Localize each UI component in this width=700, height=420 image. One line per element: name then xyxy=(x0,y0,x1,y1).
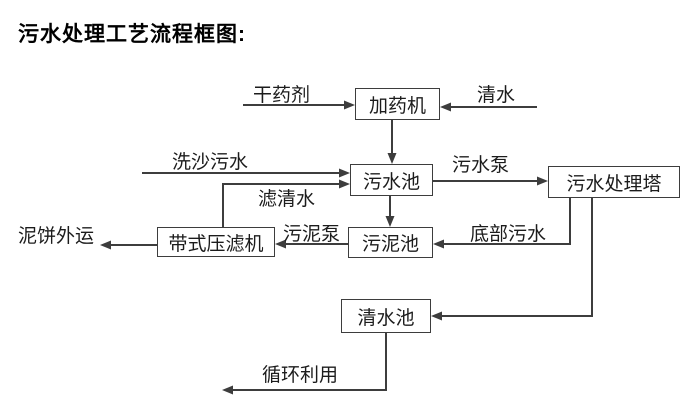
flow-label-dry-agent: 干药剂 xyxy=(253,85,311,106)
node-clean-water-pool: 清水池 xyxy=(341,299,431,333)
arrow-sewage-pool-to-tower xyxy=(433,176,548,186)
arrow-clean-pool-to-recycle xyxy=(222,333,387,395)
node-sewage-pool: 污水池 xyxy=(350,164,433,196)
arrow-sewage-pool-to-sludge-pool xyxy=(385,196,395,227)
flow-label-filtered-water: 滤清水 xyxy=(258,189,316,210)
flow-label-recycling: 循环利用 xyxy=(262,365,339,386)
arrow-tower-bottom-to-sludge-pool xyxy=(433,198,571,249)
flow-label-clean-water: 清水 xyxy=(477,85,516,106)
flow-label-sand-washing-sewage: 洗沙污水 xyxy=(172,152,249,173)
node-sludge-pool: 污泥池 xyxy=(348,227,433,258)
arrow-sludge-pool-to-belt-press xyxy=(275,239,348,249)
flow-label-sludge-pump: 污泥泵 xyxy=(283,224,341,245)
node-dosing-machine: 加药机 xyxy=(355,88,440,120)
arrow-belt-press-to-mud-cake xyxy=(100,240,157,250)
arrow-filtered-water-to-sewage-pool xyxy=(222,179,350,227)
arrow-sand-washing-to-sewage-pool xyxy=(142,168,350,178)
arrow-dry-agent-to-dosing xyxy=(243,100,355,110)
flow-label-sewage-pump: 污水泵 xyxy=(452,155,510,176)
diagram-title: 污水处理工艺流程框图: xyxy=(18,23,246,46)
arrow-tower-to-clean-pool xyxy=(431,198,593,321)
arrow-dosing-to-sewage-pool xyxy=(387,120,397,164)
arrow-clean-water-to-dosing xyxy=(440,102,537,112)
flow-label-bottom-sewage: 底部污水 xyxy=(470,224,547,245)
flow-label-mud-cake-outbound: 泥饼外运 xyxy=(18,226,95,247)
node-belt-filter-press: 带式压滤机 xyxy=(157,227,275,257)
node-treatment-tower: 污水处理塔 xyxy=(548,166,680,198)
